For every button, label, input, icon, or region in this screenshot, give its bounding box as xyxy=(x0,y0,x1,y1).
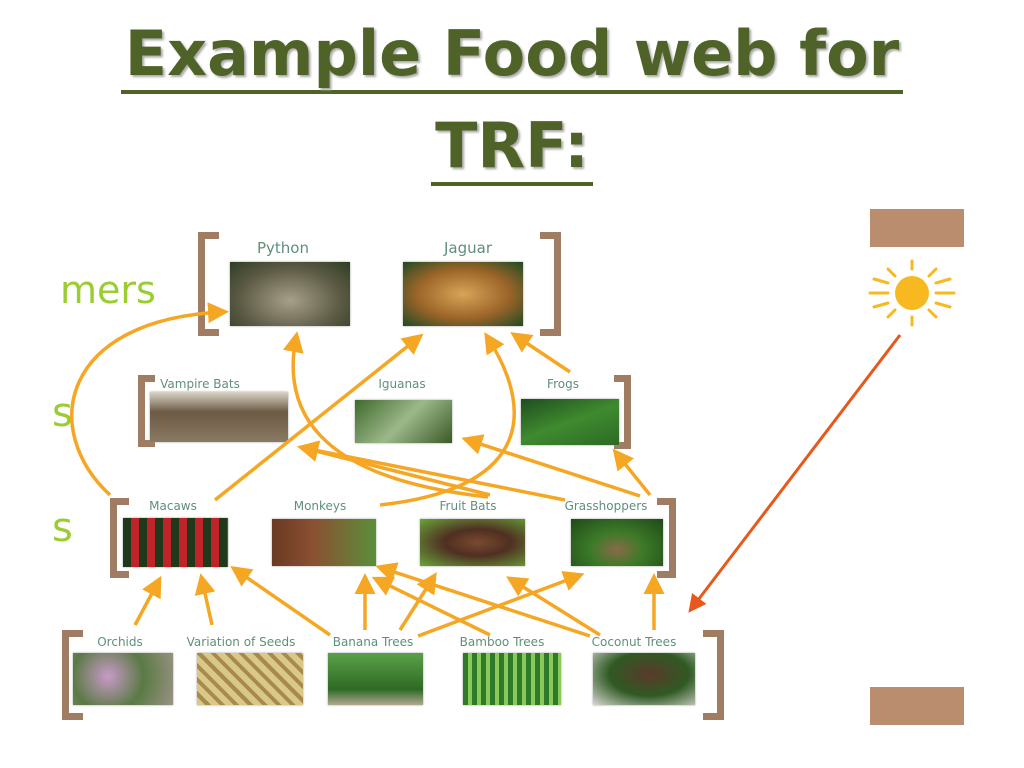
arrow-grasshoppers-iguanas xyxy=(461,434,641,498)
bracket-left xyxy=(198,232,219,336)
arrow-frogs-jaguar xyxy=(510,332,571,374)
bracket-right xyxy=(703,630,724,720)
row2-label: s xyxy=(52,390,73,436)
arrow-banana-macaws xyxy=(230,566,331,637)
label-iguanas: Iguanas xyxy=(378,377,426,391)
arrow-grasshoppers-vampirebats xyxy=(297,440,566,502)
bracket-right xyxy=(540,232,561,336)
consumers-label: mers xyxy=(60,268,156,312)
banana-trees-photo xyxy=(328,653,423,705)
label-macaws: Macaws xyxy=(149,499,197,513)
arrow-grasshoppers-frogs xyxy=(612,448,652,497)
label-monkeys: Monkeys xyxy=(293,499,347,513)
decorative-bar-bottom xyxy=(870,687,964,725)
bracket-left xyxy=(62,630,83,720)
label-seeds: Variation of Seeds xyxy=(186,635,296,649)
python-photo xyxy=(230,262,350,326)
arrow-fruitbats-python xyxy=(283,331,489,499)
arrow-coconut-monkeys xyxy=(375,562,591,638)
slide-title-line2: TRF: xyxy=(0,109,1024,186)
arrow-banana-fruitbats xyxy=(398,572,437,631)
label-grasshoppers: Grasshoppers xyxy=(564,499,648,513)
arrow-seeds-macaws xyxy=(194,573,216,626)
orchids-photo xyxy=(73,653,173,705)
macaws-photo xyxy=(123,518,228,567)
coconut-trees-photo xyxy=(593,653,695,705)
label-fruit-bats: Fruit Bats xyxy=(439,499,497,513)
label-python: Python xyxy=(257,239,309,257)
frogs-photo xyxy=(521,399,619,445)
label-orchids: Orchids xyxy=(97,635,143,649)
row3-label: s xyxy=(52,505,73,551)
arrow-bamboo-monkeys xyxy=(371,576,491,637)
iguanas-photo xyxy=(355,400,452,443)
jaguar-photo xyxy=(403,262,523,326)
bracket-right xyxy=(657,498,676,578)
label-coconut-trees: Coconut Trees xyxy=(591,635,677,649)
sun-icon xyxy=(868,259,956,327)
label-jaguar: Jaguar xyxy=(443,239,493,257)
grasshoppers-photo xyxy=(571,519,663,566)
vampire-bats-photo xyxy=(150,392,288,442)
bamboo-trees-photo xyxy=(463,653,561,705)
bracket-left xyxy=(110,498,129,578)
arrow-monkeys-jaguar xyxy=(379,332,516,507)
label-vampire-bats: Vampire Bats xyxy=(160,377,240,391)
arrow-orchids-macaws xyxy=(133,575,162,626)
bracket-right xyxy=(614,375,631,449)
slide-title-line1: Example Food web for xyxy=(0,17,1024,94)
arrow-macaws-jaguar xyxy=(213,333,424,502)
label-frogs: Frogs xyxy=(547,377,579,391)
arrow-sun-coconut xyxy=(688,334,902,613)
monkeys-photo xyxy=(272,519,376,566)
decorative-bar-top xyxy=(870,209,964,247)
fruit-bats-photo xyxy=(420,519,525,566)
seeds-photo xyxy=(197,653,303,705)
label-bamboo-trees: Bamboo Trees xyxy=(459,635,545,649)
bracket-left xyxy=(138,375,155,447)
label-banana-trees: Banana Trees xyxy=(332,635,414,649)
arrow-coconut-fruitbats xyxy=(506,576,601,637)
arrow-macaws-python xyxy=(70,302,229,497)
